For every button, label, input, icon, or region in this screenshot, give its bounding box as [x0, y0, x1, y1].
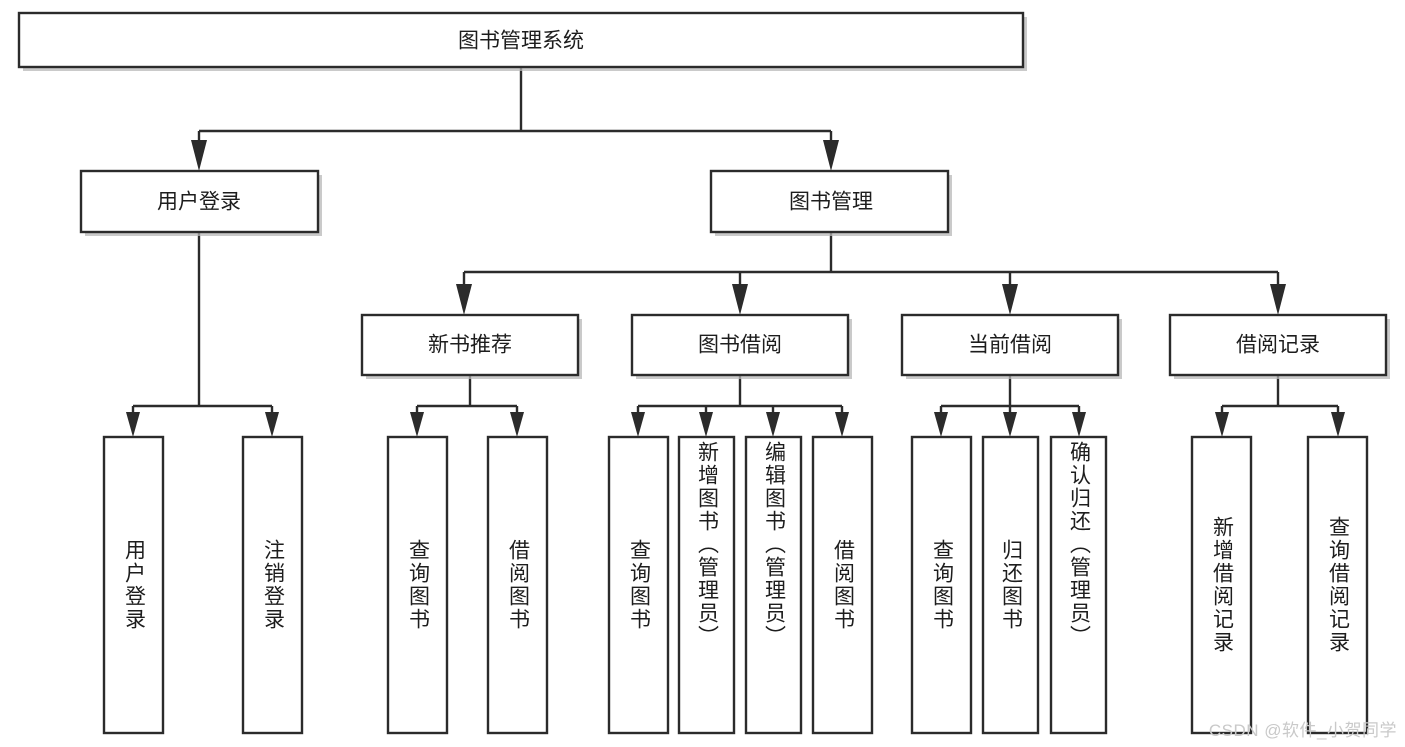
node-new-book-recommend-label: 新书推荐 — [428, 334, 512, 357]
arrowhead-leaf-query-record — [1331, 412, 1345, 437]
node-book-borrow-label: 图书借阅 — [698, 334, 782, 357]
leaf-box-user-logout[interactable] — [241, 435, 304, 735]
arrowhead-group — [126, 140, 1345, 437]
leaf-box-query-book-3[interactable] — [910, 435, 973, 735]
leaf-box-add-record[interactable] — [1190, 435, 1253, 735]
leaf-box-borrow-book-2[interactable] — [811, 435, 874, 735]
node-user-login-label: 用户登录 — [157, 191, 241, 214]
arrowhead-leaf-user-login — [126, 412, 140, 437]
arrowhead-leaf-add-record — [1215, 412, 1229, 437]
node-root[interactable]: 图书管理系统 — [17, 11, 1027, 71]
arrowhead-leaf-query-book-3 — [934, 412, 948, 437]
node-current-borrow-box[interactable] — [900, 313, 1120, 377]
arrowhead-leaf-query-book-2 — [631, 412, 645, 437]
leaf-box-query-book-2[interactable] — [607, 435, 670, 735]
leaf-box-query-book-1[interactable] — [386, 435, 449, 735]
arrowhead-borrow-record — [1270, 284, 1286, 315]
node-borrow-record-box[interactable] — [1168, 313, 1388, 377]
node-root-label: 图书管理系统 — [458, 30, 584, 53]
node-book-manage-label: 图书管理 — [789, 191, 873, 214]
arrowhead-leaf-return-book — [1003, 412, 1017, 437]
arrowhead-user-login — [191, 140, 207, 171]
leaf-box-borrow-book-1[interactable] — [486, 435, 549, 735]
node-current-borrow[interactable]: 当前借阅 — [900, 313, 1122, 379]
leaf-box-query-record[interactable] — [1306, 435, 1369, 735]
arrowhead-leaf-confirm-return — [1072, 412, 1086, 437]
arrowhead-leaf-query-book-1 — [410, 412, 424, 437]
node-book-manage-box[interactable] — [709, 169, 950, 234]
arrowhead-leaf-borrow-book-2 — [835, 412, 849, 437]
node-root-box[interactable] — [17, 11, 1025, 69]
node-borrow-record-label: 借阅记录 — [1236, 334, 1320, 357]
arrowhead-new-book-recommend — [456, 284, 472, 315]
arrowhead-leaf-add-book — [699, 412, 713, 437]
leaf-box-return-book[interactable] — [981, 435, 1040, 735]
connector-group — [131, 67, 1340, 412]
arrowhead-leaf-edit-book — [766, 412, 780, 437]
node-current-borrow-label: 当前借阅 — [968, 334, 1052, 357]
node-book-manage[interactable]: 图书管理 — [709, 169, 952, 236]
csdn-watermark: CSDN @软件_小贺同学 — [1208, 721, 1397, 740]
arrowhead-current-borrow — [1002, 284, 1018, 315]
leaf-box-user-login[interactable] — [102, 435, 165, 735]
node-book-borrow[interactable]: 图书借阅 — [630, 313, 852, 379]
arrowhead-leaf-borrow-book-1 — [510, 412, 524, 437]
arrowhead-book-manage — [823, 140, 839, 171]
leaf-box-confirm-return[interactable] — [1049, 435, 1108, 735]
node-new-book-recommend-box[interactable] — [360, 313, 580, 377]
node-book-borrow-box[interactable] — [630, 313, 850, 377]
node-new-book-recommend[interactable]: 新书推荐 — [360, 313, 582, 379]
leaf-box-add-book[interactable] — [677, 435, 736, 735]
arrowhead-leaf-user-logout — [265, 412, 279, 437]
arrowhead-book-borrow — [732, 284, 748, 315]
node-user-login-box[interactable] — [79, 169, 320, 234]
node-user-login[interactable]: 用户登录 — [79, 169, 322, 236]
leaf-box-edit-book[interactable] — [744, 435, 803, 735]
node-borrow-record[interactable]: 借阅记录 — [1168, 313, 1390, 379]
leaf-boxes-group — [102, 435, 1369, 735]
